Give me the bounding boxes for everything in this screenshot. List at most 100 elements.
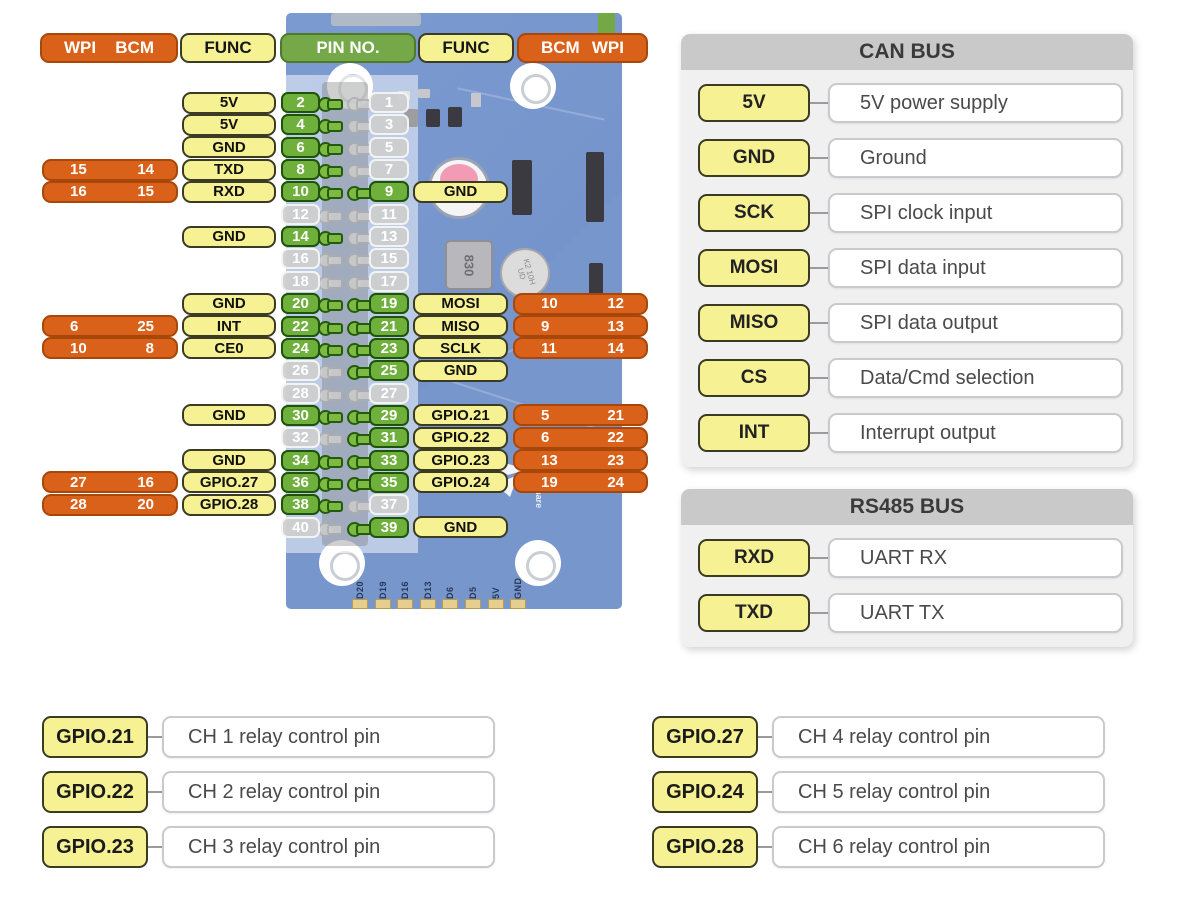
header-func-right-label: FUNC [442, 38, 490, 57]
pin-number-left: 24 [281, 337, 320, 359]
pin-number-left: 30 [281, 404, 320, 426]
pin-connector-dot-right [347, 499, 372, 515]
can-bus-pin-pill: MOSI [698, 249, 810, 287]
pin-number-right: 35 [369, 471, 409, 493]
wpi-number: 23 [607, 451, 624, 469]
smd-resistor [471, 93, 481, 107]
pin-connector-dot-right [347, 253, 372, 269]
pin-number-right: 3 [369, 114, 409, 136]
relay-description: CH 4 relay control pin [772, 716, 1105, 758]
pin-connector-dot-left [318, 298, 343, 314]
bcm-wpi-right-box: 13 23 [513, 449, 648, 472]
pin-number-left: 28 [281, 382, 320, 404]
bcm-number: 16 [137, 473, 154, 491]
func-left-box: INT [182, 315, 276, 337]
func-left-box: GND [182, 136, 276, 159]
pin-number-left: 12 [281, 203, 320, 225]
pin-number-right: 1 [369, 92, 409, 113]
capacitor-silver: K2 10H UD [500, 248, 550, 298]
can-bus-pin-pill: CS [698, 359, 810, 397]
func-left-box: GND [182, 404, 276, 427]
board-pad-label: D13 [422, 580, 433, 599]
board-gold-pad [397, 599, 414, 609]
wpi-number: 12 [607, 295, 624, 313]
smd-chip [448, 107, 462, 127]
pin-connector-dot-left [318, 365, 343, 381]
board-pad-label: D6 [445, 586, 456, 599]
capacitor-label: K2 10H UD [515, 257, 538, 286]
func-right-box: GND [413, 516, 508, 539]
board-gold-pad [374, 599, 391, 609]
pin-number-left: 40 [281, 516, 320, 538]
wpi-number: 10 [70, 339, 87, 357]
pin-connector-dot-right [347, 342, 372, 358]
relay-gpio-pill: GPIO.24 [652, 771, 758, 813]
can-bus-description: SPI clock input [828, 193, 1123, 233]
board-gold-pad [442, 599, 459, 609]
wpi-number: 24 [607, 473, 624, 491]
pin-number-right: 13 [369, 226, 409, 248]
mounting-hole [515, 540, 561, 586]
connector-line [810, 612, 828, 614]
pin-number-right: 11 [369, 203, 409, 225]
header-wpi-right-label: WPI [591, 38, 624, 57]
connector-line [758, 791, 772, 793]
wpi-number: 28 [70, 496, 87, 514]
pin-number-right: 7 [369, 159, 409, 181]
pin-connector-dot-right [347, 298, 372, 314]
can-bus-pin-pill: SCK [698, 194, 810, 232]
bcm-number: 13 [541, 451, 558, 469]
rs485-bus-pin-pill: RXD [698, 539, 810, 577]
rs485-bus-panel-title: RS485 BUS [681, 489, 1133, 525]
pin-connector-dot-left [318, 387, 343, 403]
pin-connector-dot-left [318, 97, 343, 112]
can-bus-description: Interrupt output [828, 413, 1123, 453]
pin-connector-dot-left [318, 164, 343, 180]
pin-connector-dot-right [347, 208, 372, 224]
wpi-bcm-left-box: 10 8 [42, 337, 178, 360]
func-left-box: GPIO.27 [182, 471, 276, 494]
func-left-box: GND [182, 292, 276, 315]
pin-connector-dot-left [318, 342, 343, 358]
header-wpi-label: WPI [64, 38, 97, 57]
header-wpi-bcm-left: WPI BCM [40, 33, 178, 63]
bcm-number: 6 [541, 429, 550, 447]
bcm-number: 15 [137, 183, 154, 201]
connector-line [148, 791, 162, 793]
connector-line [148, 846, 162, 848]
connector-line [810, 377, 828, 379]
func-right-box: GPIO.24 [413, 471, 508, 494]
func-right-box: GPIO.22 [413, 426, 508, 449]
bcm-number: 8 [145, 339, 154, 357]
board-pad-label: D19 [377, 580, 388, 599]
can-bus-pin-pill: INT [698, 414, 810, 452]
pin-number-right: 9 [369, 181, 409, 203]
pin-number-right: 23 [369, 337, 409, 359]
func-left-box: TXD [182, 158, 276, 181]
connector-line [810, 157, 828, 159]
pin-connector-dot-right [347, 365, 372, 381]
pin-number-right: 21 [369, 315, 409, 337]
connector-line [758, 736, 772, 738]
wpi-number: 13 [607, 317, 624, 335]
relay-gpio-pill: GPIO.23 [42, 826, 148, 868]
board-pad-label: D16 [400, 580, 411, 599]
pin-number-left: 10 [281, 181, 320, 203]
pin-connector-dot-left [318, 320, 343, 336]
connector-line [810, 267, 828, 269]
